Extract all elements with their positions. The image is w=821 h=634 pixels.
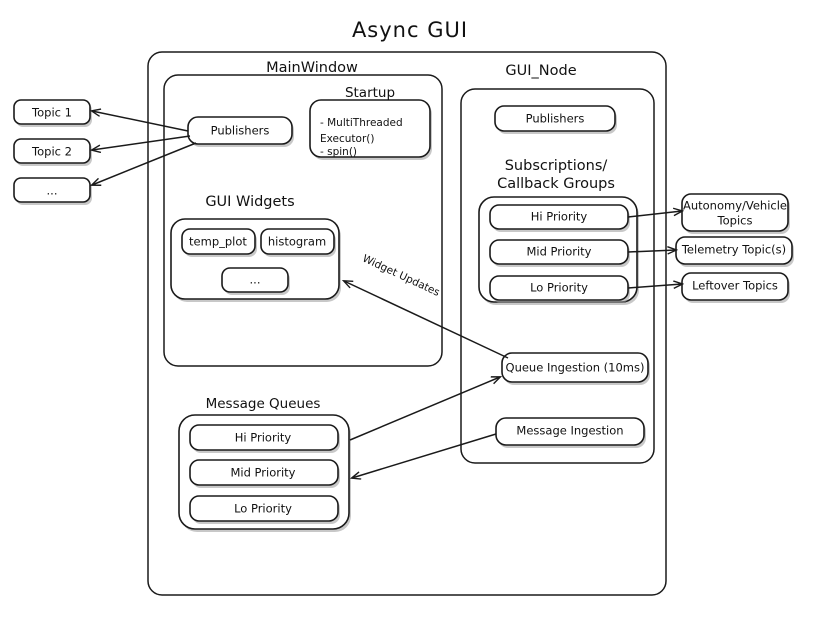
arrow-publishers-topic2 xyxy=(92,135,191,150)
topic-box-1[interactable] xyxy=(13,99,92,127)
gui-widgets-title: GUI Widgets xyxy=(205,194,294,210)
topic-box-1-label: Topic 1 xyxy=(31,106,72,120)
subscriptions-title-line2: Callback Groups xyxy=(497,176,615,192)
arrow-mid-to-telemetry xyxy=(627,250,676,252)
queue-lo-priority[interactable] xyxy=(189,495,340,524)
widget-histogram-label: histogram xyxy=(268,235,326,249)
queue-mid-priority-label: Mid Priority xyxy=(230,466,295,480)
queue-lo-priority-label: Lo Priority xyxy=(234,502,292,516)
message-queues-title: Message Queues xyxy=(206,396,321,412)
subscriptions-title-line1: Subscriptions/ xyxy=(505,158,608,174)
message-ingestion-box[interactable] xyxy=(495,417,646,448)
right-topic-autonomy[interactable] xyxy=(681,193,790,234)
page-title: Async GUI xyxy=(352,18,468,42)
arrow-publishers-topic3 xyxy=(92,142,197,185)
callback-mid-priority-label: Mid Priority xyxy=(526,245,591,259)
arrow-widget-updates xyxy=(344,281,509,359)
queue-ingestion-box[interactable] xyxy=(501,352,650,385)
callback-lo-priority[interactable] xyxy=(489,275,630,303)
topic-box-3-label: ... xyxy=(47,184,58,198)
arrow-hi-to-autonomy xyxy=(627,211,682,218)
arrow-publishers-topic1 xyxy=(92,111,189,132)
message-ingestion-label: Message Ingestion xyxy=(516,424,623,438)
queue-mid-priority[interactable] xyxy=(189,459,340,488)
outer-container xyxy=(147,51,667,596)
callback-hi-priority[interactable] xyxy=(489,204,630,232)
gui-node-title: GUI_Node xyxy=(505,63,576,79)
widget-histogram[interactable] xyxy=(260,228,336,257)
topic-box-3[interactable] xyxy=(13,177,92,205)
widget-temp-plot[interactable] xyxy=(181,228,257,257)
right-topic-telemetry[interactable] xyxy=(675,236,794,267)
queue-hi-priority[interactable] xyxy=(189,424,340,453)
startup-box[interactable] xyxy=(309,99,432,160)
edge-label-widget-updates: Widget Updates xyxy=(360,253,441,299)
topic-box-2-label: Topic 2 xyxy=(31,145,72,159)
arrow-queues-to-queue-ingestion xyxy=(349,377,500,441)
right-topic-leftover[interactable] xyxy=(681,272,790,303)
arrow-lo-to-leftover xyxy=(627,284,682,288)
arrow-message-ingestion-to-queues xyxy=(352,433,497,478)
startup-title: Startup xyxy=(345,85,395,101)
gui-node-publishers-label: Publishers xyxy=(526,112,585,126)
startup-item-1: - MultiThreaded xyxy=(320,117,403,129)
right-topic-autonomy-label: Autonomy/Vehicle xyxy=(683,199,787,213)
queue-ingestion-label: Queue Ingestion (10ms) xyxy=(506,361,645,375)
widget-more-label: ... xyxy=(250,273,261,287)
callback-mid-priority[interactable] xyxy=(489,239,630,267)
mainwindow-publishers-box[interactable] xyxy=(187,116,294,147)
widget-more[interactable] xyxy=(221,267,290,295)
mainwindow-publishers-label: Publishers xyxy=(211,124,270,138)
gui-node-publishers-box[interactable] xyxy=(494,105,617,134)
right-topic-telemetry-label: Telemetry Topic(s) xyxy=(681,243,786,257)
queue-hi-priority-label: Hi Priority xyxy=(235,431,292,445)
callback-hi-priority-label: Hi Priority xyxy=(531,210,588,224)
right-topic-leftover-label: Leftover Topics xyxy=(692,279,778,293)
callback-lo-priority-label: Lo Priority xyxy=(530,281,588,295)
gui-node-container xyxy=(460,88,655,464)
mainwindow-title: MainWindow xyxy=(266,60,358,76)
mainwindow-container xyxy=(163,74,443,367)
widget-temp-plot-label: temp_plot xyxy=(189,235,247,249)
right-topic-autonomy-label2: Topics xyxy=(717,214,753,228)
startup-item-2: Executor() xyxy=(320,133,374,145)
startup-item-3: - spin() xyxy=(320,146,357,158)
